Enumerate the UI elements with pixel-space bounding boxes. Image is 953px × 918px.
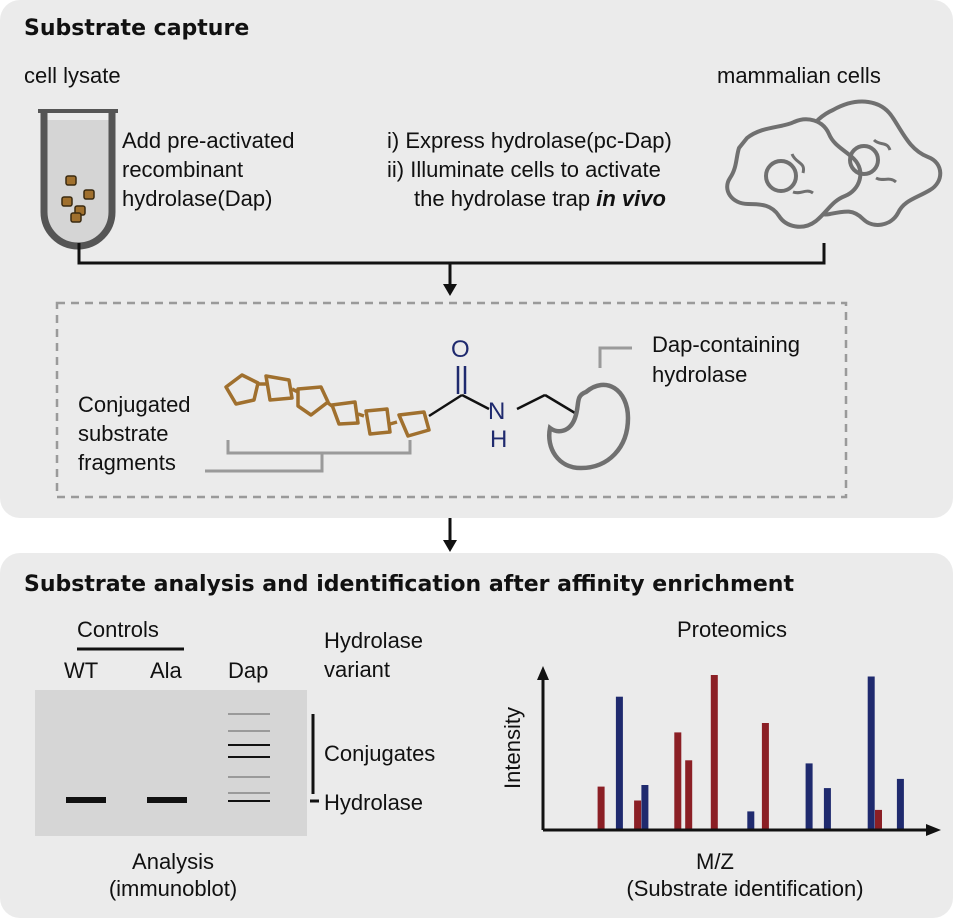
carbonyl-bond [456, 366, 467, 394]
analysis-title: Substrate analysis and identification af… [24, 572, 794, 597]
blot-caption-line-1: Analysis [132, 849, 214, 874]
spectrum-bar [710, 675, 718, 830]
x-axis-caption: (Substrate identification) [626, 876, 864, 901]
cell-step-2: ii) Illuminate cells to activate [387, 157, 661, 182]
cell-step-1: i) Express hydrolase(pc-Dap) [387, 128, 672, 153]
spectrum-bar [823, 788, 831, 830]
spectrum-bar [615, 696, 623, 830]
in-vivo-emphasis: in vivo [596, 186, 666, 211]
variant-label-line-2: variant [324, 657, 391, 682]
conjugate-box [55, 301, 848, 499]
spectrum-bar [685, 760, 693, 831]
spectrum-bar [634, 800, 642, 830]
spectrum-bar [674, 732, 682, 831]
cell-step-3: the hydrolase trap in vivo [414, 186, 666, 212]
lane-label-wt: WT [64, 658, 99, 683]
conjugates-label: Conjugates [324, 741, 436, 766]
blot-caption-line-2: (immunoblot) [108, 876, 238, 901]
spectrum-bar [867, 676, 875, 830]
capture-panel [0, 0, 953, 518]
cell-step-3-text: the hydrolase trap [414, 186, 597, 211]
merge-connector [77, 243, 826, 296]
oxygen-atom: O [451, 336, 470, 363]
lane-label-dap: Dap [228, 658, 269, 683]
lysate-step-line-3: hydrolase(Dap) [122, 186, 273, 211]
capture-graphics [38, 99, 943, 499]
hydrolase-label-line-1: Dap-containing [652, 332, 800, 357]
hydrogen-atom: H [490, 426, 508, 453]
band-wt-hydrolase [66, 797, 106, 803]
spectrum-bar [896, 778, 904, 831]
proteomics-title: Proteomics [677, 617, 788, 642]
chart-bars [597, 675, 904, 831]
substrate-label-line-3: fragments [78, 450, 176, 475]
x-axis-arrow [926, 824, 941, 836]
spectrum-bar [597, 786, 605, 830]
amide-linker [428, 393, 581, 418]
lysate-step-line-2: recombinant [122, 157, 244, 182]
variant-label-line-1: Hydrolase [324, 628, 424, 653]
spectrum-bar [761, 723, 769, 830]
spectrum-bar [805, 763, 813, 831]
spectrum-bar [641, 785, 649, 830]
mammalian-cells-icon [725, 99, 943, 229]
substrate-peptide-chain [224, 373, 431, 438]
cell-lysate-label: cell lysate [24, 63, 121, 88]
lysate-step-line-1: Add pre-activated [122, 128, 295, 153]
nitrogen-atom: N [488, 398, 506, 425]
y-axis-arrow [537, 666, 549, 680]
lane-label-ala: Ala [150, 658, 182, 683]
band-ala-hydrolase [147, 797, 187, 803]
label-leaders [205, 346, 632, 473]
capture-title: Substrate capture [24, 16, 250, 41]
controls-label: Controls [77, 617, 159, 642]
substrate-label-line-1: Conjugated [78, 392, 191, 417]
x-axis-label: M/Z [696, 849, 734, 874]
hydrolase-protein-icon [547, 382, 631, 471]
hydrolase-band-label: Hydrolase [324, 790, 424, 815]
hydrolase-label-line-2: hydrolase [652, 362, 748, 387]
spectrum-bar [747, 811, 755, 830]
mammalian-cells-label: mammalian cells [717, 63, 881, 88]
dap-conjugate-ladder [228, 713, 270, 802]
substrate-label-line-2: substrate [78, 421, 169, 446]
spectrum-bar [875, 809, 882, 831]
